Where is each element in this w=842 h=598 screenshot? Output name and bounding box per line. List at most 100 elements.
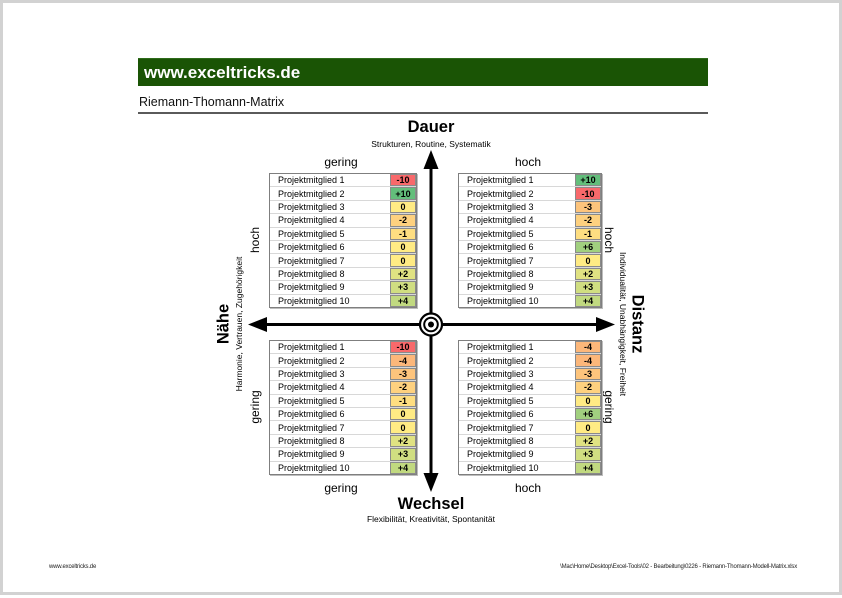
member-value-cell: -2 xyxy=(575,381,601,394)
member-value-cell: 0 xyxy=(575,421,601,434)
member-value-cell: +10 xyxy=(390,187,416,200)
member-label: Projektmitglied 4 xyxy=(467,215,534,226)
label-left-gering: gering xyxy=(248,390,262,424)
member-value-cell: -10 xyxy=(575,187,601,200)
table-row: Projektmitglied 10 +4 xyxy=(270,294,416,308)
member-label: Projektmitglied 7 xyxy=(467,255,534,266)
member-label: Projektmitglied 7 xyxy=(278,255,345,266)
member-value-cell: -3 xyxy=(390,367,416,381)
label-bottom-hoch: hoch xyxy=(514,481,542,495)
member-value-cell: 0 xyxy=(390,200,416,214)
table-row: Projektmitglied 5-1 xyxy=(270,394,416,409)
member-label: Projektmitglied 6 xyxy=(467,242,534,253)
member-label: Projektmitglied 10 xyxy=(467,462,539,473)
member-label: Projektmitglied 7 xyxy=(278,422,345,433)
member-label: Projektmitglied 6 xyxy=(467,409,534,420)
axis-subtitle-dauer: Strukturen, Routine, Systematik xyxy=(371,139,491,149)
table-row: Projektmitglied 3 -3 xyxy=(270,367,416,382)
member-value-cell: +3 xyxy=(390,448,416,461)
axis-subtitle-distanz: Individualität, Unabhängigkeit, Freiheit xyxy=(618,251,628,397)
member-label: Projektmitglied 9 xyxy=(278,282,345,293)
arrowhead-left-icon xyxy=(248,317,267,332)
member-value-cell: -3 xyxy=(575,200,601,214)
table-row: Projektmitglied 10+4 xyxy=(459,461,601,475)
arrowhead-up-icon xyxy=(423,150,439,169)
member-value-cell: +2 xyxy=(390,267,416,281)
member-label: Projektmitglied 8 xyxy=(467,269,534,280)
member-value-cell: +4 xyxy=(390,294,416,308)
table-row: Projektmitglied 8 +2 xyxy=(459,267,601,282)
member-value-cell: +2 xyxy=(575,267,601,281)
member-label: Projektmitglied 5 xyxy=(467,395,534,406)
member-label: Projektmitglied 1 xyxy=(278,175,345,186)
arrowhead-down-icon xyxy=(423,473,439,492)
table-row: Projektmitglied 5-1 xyxy=(270,227,416,242)
table-row: Projektmitglied 10+4 xyxy=(270,461,416,475)
table-row: Projektmitglied 8+2 xyxy=(270,267,416,282)
table-row: Projektmitglied 9 +3 xyxy=(270,448,416,462)
label-bottom-gering: gering xyxy=(324,481,358,495)
member-label: Projektmitglied 8 xyxy=(278,436,345,447)
member-label: Projektmitglied 2 xyxy=(278,355,345,366)
member-label: Projektmitglied 3 xyxy=(467,369,534,380)
member-label: Projektmitglied 5 xyxy=(467,228,534,239)
member-label: Projektmitglied 10 xyxy=(467,295,539,306)
member-value-cell: +4 xyxy=(575,294,601,308)
brand-banner: www.exceltricks.de xyxy=(138,58,708,86)
table-row: Projektmitglied 3-3 xyxy=(459,200,601,215)
member-label: Projektmitglied 9 xyxy=(278,449,345,460)
axis-title-wechsel: Wechsel xyxy=(397,495,465,513)
table-row: Projektmitglied 1-10 xyxy=(270,341,416,355)
table-row: Projektmitglied 2-4 xyxy=(459,354,601,368)
member-value-cell: -3 xyxy=(575,367,601,381)
member-value-cell: -10 xyxy=(390,174,416,187)
table-row: Projektmitglied 9+3 xyxy=(270,281,416,295)
table-row: Projektmitglied 2-10 xyxy=(459,187,601,201)
member-label: Projektmitglied 4 xyxy=(278,215,345,226)
member-label: Projektmitglied 2 xyxy=(278,188,345,199)
table-row: Projektmitglied 8+2 xyxy=(459,434,601,449)
member-label: Projektmitglied 1 xyxy=(467,342,534,353)
member-label: Projektmitglied 3 xyxy=(278,369,345,380)
table-row: Projektmitglied 3 -3 xyxy=(459,367,601,382)
member-value-cell: +10 xyxy=(575,174,601,187)
member-value-cell: +4 xyxy=(390,461,416,475)
footer-file-path: \Mac\Home\Desktop\Excel-Tools\02 - Bearb… xyxy=(560,564,797,570)
table-row: Projektmitglied 4 -2 xyxy=(459,214,601,228)
member-value-cell: +6 xyxy=(575,408,601,421)
table-row: Projektmitglied 10 +4 xyxy=(459,294,601,308)
member-value-cell: +3 xyxy=(575,281,601,294)
label-top-gering: gering xyxy=(324,155,358,169)
table-row: Projektmitglied 4 -2 xyxy=(459,381,601,395)
member-label: Projektmitglied 2 xyxy=(467,355,534,366)
table-row: Projektmitglied 6 +6 xyxy=(459,408,601,422)
member-label: Projektmitglied 9 xyxy=(467,282,534,293)
member-label: Projektmitglied 5 xyxy=(278,228,345,239)
center-target-icon xyxy=(418,312,444,337)
member-value-cell: +2 xyxy=(390,434,416,448)
label-top-hoch: hoch xyxy=(514,155,542,169)
label-right-hoch: hoch xyxy=(602,226,616,254)
member-label: Projektmitglied 4 xyxy=(467,382,534,393)
member-value-cell: -2 xyxy=(575,214,601,227)
axis-subtitle-naehe: Harmonie, Vertrauen, Zugehörigkeit xyxy=(234,256,244,392)
page-title: Riemann-Thomann-Matrix xyxy=(139,95,285,109)
member-value-cell: 0 xyxy=(390,408,416,421)
member-label: Projektmitglied 6 xyxy=(278,242,345,253)
footer-site-link: www.exceltricks.de xyxy=(49,564,97,570)
table-row: Projektmitglied 6 +6 xyxy=(459,241,601,255)
label-left-hoch: hoch xyxy=(248,226,262,254)
table-row: Projektmitglied 1+10 xyxy=(459,174,601,188)
member-label: Projektmitglied 10 xyxy=(278,295,350,306)
axis-title-naehe: Nähe xyxy=(214,303,233,345)
member-value-cell: +6 xyxy=(575,241,601,254)
